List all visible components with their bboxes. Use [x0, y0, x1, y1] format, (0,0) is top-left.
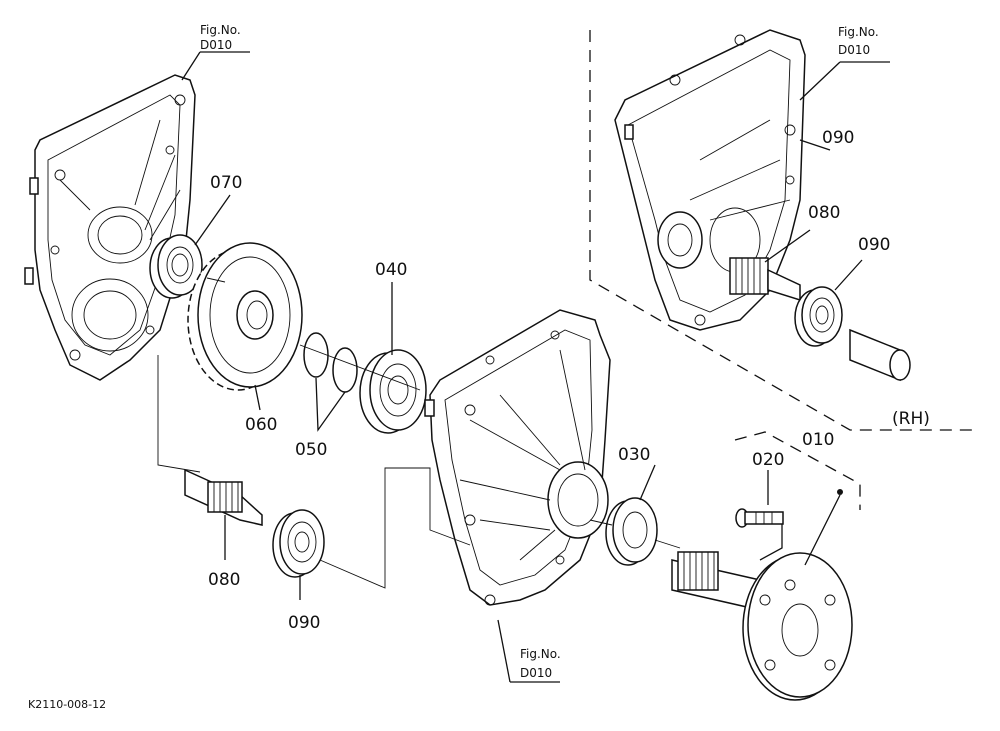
left-shaft-080 — [184, 468, 263, 560]
bearing-040 — [359, 349, 427, 434]
gear-060 — [187, 242, 303, 391]
fig-ref-3-line1: Fig.No. — [520, 647, 561, 661]
bearing-070 — [149, 234, 203, 299]
bracket-010 — [734, 431, 861, 566]
label-010: 010 — [802, 430, 834, 450]
axle-shaft-010 — [671, 551, 853, 701]
fig-ref-2-line2: D010 — [838, 43, 870, 57]
label-080-right: 080 — [808, 203, 840, 223]
snap-rings-050 — [303, 332, 358, 432]
label-080-left: 080 — [208, 570, 240, 590]
fig-ref-3-line2: D010 — [520, 666, 552, 680]
oil-seal-030 — [605, 497, 658, 566]
assembly-lines — [157, 277, 681, 589]
fig-ref-1-line1: Fig.No. — [200, 23, 241, 37]
label-090-right-upper: 090 — [822, 128, 854, 148]
left-gearcase-cover — [24, 74, 196, 381]
label-090-left: 090 — [288, 613, 320, 633]
fig-ref-1-line2: D010 — [200, 38, 232, 52]
left-bearing-090 — [272, 509, 325, 600]
drawing-code: K2110-008-12 — [28, 698, 106, 711]
fig-ref-2-line1: Fig.No. — [838, 25, 879, 39]
label-020: 020 — [752, 450, 784, 470]
label-060: 060 — [245, 415, 277, 435]
label-070: 070 — [210, 173, 242, 193]
label-090-right-lower: 090 — [858, 235, 890, 255]
label-040: 040 — [375, 260, 407, 280]
hub-bolt-020 — [735, 470, 784, 561]
label-030: 030 — [618, 445, 650, 465]
label-050: 050 — [295, 440, 327, 460]
rh-inset-region — [589, 29, 975, 431]
center-gearcase — [424, 309, 611, 606]
side-label-rh: (RH) — [892, 409, 930, 429]
